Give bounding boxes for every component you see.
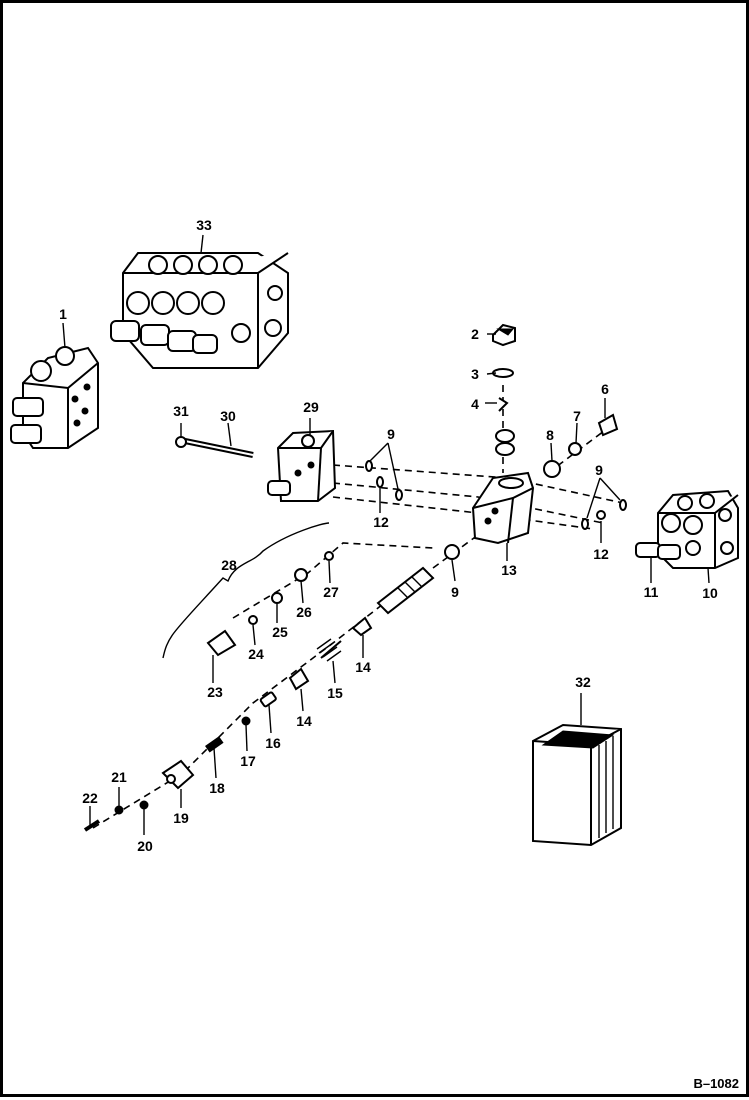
- kit-28-brace: [162, 522, 330, 659]
- leader-lines: [62, 234, 710, 835]
- valve-section-1: [10, 346, 99, 449]
- callout-26: 26: [296, 604, 312, 620]
- callout-27: 27: [323, 584, 339, 600]
- callout-32: 32: [575, 674, 591, 690]
- callout-14-lower: 14: [296, 713, 312, 729]
- retainer-14-upper: [351, 616, 373, 637]
- callout-13: 13: [501, 562, 517, 578]
- callout-8: 8: [546, 427, 554, 443]
- callout-4: 4: [471, 396, 479, 412]
- callout-1: 1: [59, 306, 67, 322]
- seal-9-lower: [444, 544, 460, 560]
- spring-seat-26: [294, 568, 308, 582]
- callout-22: 22: [82, 790, 98, 806]
- plug-2: [492, 323, 516, 347]
- callout-6: 6: [601, 381, 609, 397]
- callout-29: 29: [303, 399, 319, 415]
- o-ring-12: [596, 510, 606, 520]
- callout-12-right: 12: [593, 546, 609, 562]
- callout-9-left: 9: [387, 426, 395, 442]
- o-rings-9: [365, 460, 627, 530]
- spring-4: [498, 397, 509, 412]
- valve-assembly-33: [110, 252, 289, 369]
- callout-10: 10: [702, 585, 718, 601]
- callout-9-right: 9: [595, 462, 603, 478]
- spool: [376, 566, 435, 615]
- callout-16: 16: [265, 735, 281, 751]
- washer-17: [241, 716, 251, 726]
- spring-15: [316, 638, 342, 662]
- figure-id: B–1082: [693, 1076, 739, 1091]
- callout-2: 2: [471, 326, 479, 342]
- end-section-29: [267, 429, 337, 502]
- poppet: [495, 429, 515, 456]
- o-ring-7: [568, 442, 582, 456]
- fitting-11: [635, 542, 661, 558]
- nut-31: [175, 436, 187, 448]
- callout-17: 17: [240, 753, 256, 769]
- fitting-6: [597, 413, 619, 437]
- exploded-parts-diagram: 33 1 2 3 4 6 7 8 9 9 9 10 11 12 12 13 14…: [10, 217, 739, 1091]
- callout-20: 20: [137, 838, 153, 854]
- callout-14-upper: 14: [355, 659, 371, 675]
- screw-22: [83, 819, 101, 832]
- callout-7: 7: [573, 408, 581, 424]
- o-ring-24: [248, 615, 258, 625]
- washer-20: [139, 800, 149, 810]
- callout-25: 25: [272, 624, 288, 640]
- callout-18: 18: [209, 780, 225, 796]
- kit-28: [162, 522, 334, 659]
- callout-15: 15: [327, 685, 343, 701]
- seal-8: [543, 460, 561, 478]
- callout-31: 31: [173, 403, 189, 419]
- callout-30: 30: [220, 408, 236, 424]
- callout-24: 24: [248, 646, 264, 662]
- callout-11: 11: [644, 584, 659, 600]
- parts-box-32: [532, 723, 622, 847]
- valve-section-13: [471, 471, 535, 545]
- ball-25: [271, 592, 283, 604]
- o-ring-27: [324, 551, 334, 561]
- callout-21: 21: [111, 769, 127, 785]
- screw-18: [205, 736, 224, 753]
- callout-9-lower: 9: [451, 584, 459, 600]
- retainer-14-lower: [288, 667, 310, 691]
- plug-23: [206, 629, 237, 657]
- callout-12-left: 12: [373, 514, 389, 530]
- nut-21: [114, 805, 124, 815]
- callout-3: 3: [471, 366, 479, 382]
- callout-33: 33: [196, 217, 212, 233]
- callout-23: 23: [207, 684, 223, 700]
- callout-19: 19: [173, 810, 189, 826]
- cap-19: [161, 759, 195, 790]
- spacer-16: [259, 691, 277, 708]
- end-section-10: [635, 489, 739, 569]
- callout-28: 28: [221, 557, 237, 573]
- callout-labels: 33 1 2 3 4 6 7 8 9 9 9 10 11 12 12 13 14…: [59, 217, 718, 854]
